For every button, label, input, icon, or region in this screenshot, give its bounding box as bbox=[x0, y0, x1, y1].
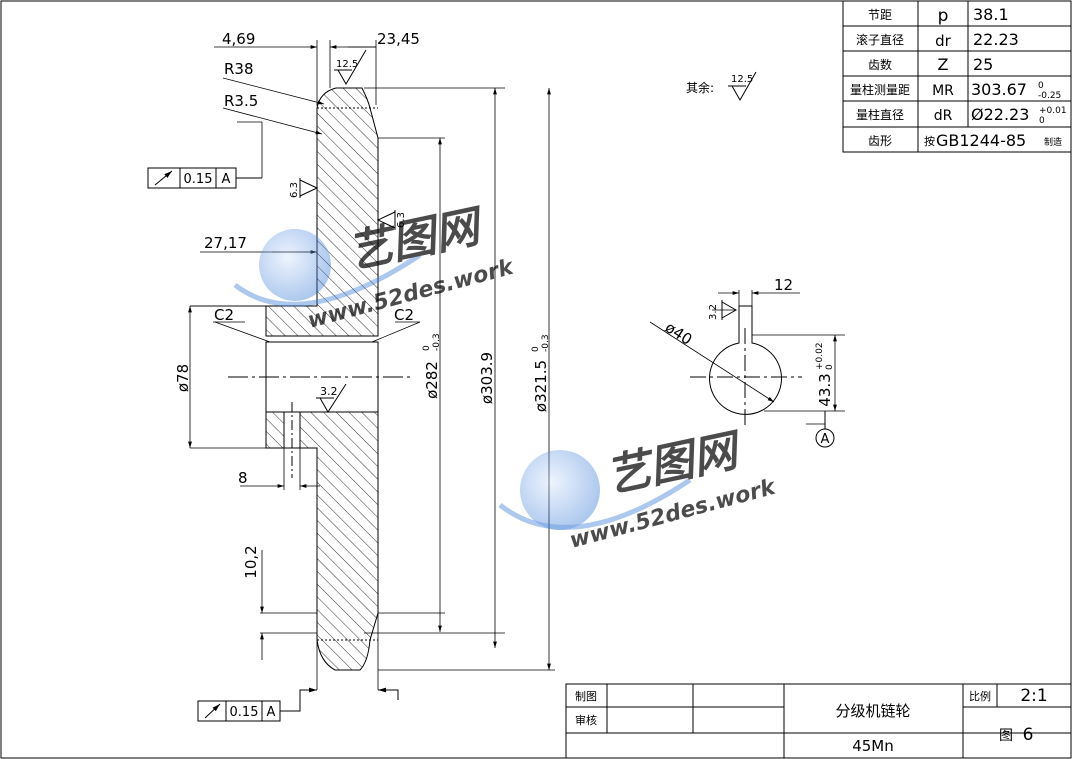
roughness-right-value: 6.3 bbox=[396, 212, 407, 228]
sprocket-section-view: 4,69 23,45 R38 R3.5 27,17 C2 C2 ø78 8 10… bbox=[147, 30, 555, 722]
checked-by-label: 审核 bbox=[575, 713, 597, 727]
param-label-tooth-form: 齿形 bbox=[868, 134, 892, 148]
dim-phi321-tol-upper: 0 bbox=[531, 346, 541, 352]
dim-phi282-tol-lower: -0.3 bbox=[432, 333, 442, 351]
dim-phi282: ø282 bbox=[423, 361, 441, 399]
roughness-bore-value: 3.2 bbox=[320, 385, 338, 398]
param-value-measure-dist: 303.67 bbox=[971, 80, 1027, 99]
dim-r3-5: R3.5 bbox=[224, 92, 258, 110]
dim-phi303-9: ø303.9 bbox=[478, 352, 496, 404]
datum-a-label: A bbox=[821, 432, 830, 447]
dim-phi321-5: ø321.5 bbox=[532, 360, 550, 412]
datum-a-symbol: A bbox=[815, 411, 835, 448]
dim-phi321-group: ø321.5 0 -0.3 bbox=[531, 334, 551, 412]
param-prefix-tooth-form: 按 bbox=[924, 134, 935, 148]
param-tol-lower-measure-dist: -0.25 bbox=[1038, 91, 1061, 101]
roughness-rest-label: 其余: bbox=[686, 80, 714, 95]
scale-label: 比例 bbox=[969, 689, 991, 703]
param-value-teeth: 25 bbox=[973, 55, 993, 74]
param-value-tooth-form: GB1244-85 bbox=[936, 131, 1026, 150]
dim-r38: R38 bbox=[224, 60, 254, 78]
roughness-rest-value: 12.5 bbox=[731, 74, 753, 85]
drawn-by-label: 制图 bbox=[575, 690, 597, 703]
scale-value: 2:1 bbox=[1020, 686, 1047, 706]
hub-end-view: 12 ø40 43.3 +0.02 0 3.2 A bbox=[649, 276, 845, 448]
param-label-pitch: 节距 bbox=[868, 8, 892, 22]
roughness-top-value: 12.5 bbox=[336, 59, 358, 70]
param-label-pin-dia: 量柱直径 bbox=[856, 107, 904, 122]
dim-phi78: ø78 bbox=[174, 364, 192, 392]
dim-phi282-group: ø282 0 -0.3 bbox=[422, 333, 442, 398]
tolerance-lower-value: 0.15 bbox=[230, 705, 259, 720]
title-block-text: 制图 审核 分级机链轮 45Mn 比例 2:1 图 6 bbox=[575, 686, 1048, 755]
roughness-keyway-value: 3.2 bbox=[708, 304, 719, 320]
param-value-pin-dia: Ø22.23 bbox=[971, 105, 1029, 124]
param-label-teeth: 齿数 bbox=[868, 57, 892, 72]
roughness-bore: 3.2 bbox=[316, 383, 347, 413]
param-suffix-tooth-form: 制造 bbox=[1044, 136, 1062, 148]
tolerance-upper-value: 0.15 bbox=[184, 172, 213, 187]
param-tol-upper-pin-dia: +0.01 bbox=[1039, 106, 1067, 116]
dim-phi282-tol-upper: 0 bbox=[422, 345, 432, 351]
param-symbol-pitch: p bbox=[938, 6, 949, 26]
section-hatch-lower bbox=[265, 411, 379, 671]
dim-phi40: ø40 bbox=[662, 318, 696, 348]
tolerance-upper-datum: A bbox=[222, 172, 231, 187]
param-value-roller-dia: 22.23 bbox=[973, 30, 1019, 49]
dim-c2-right: C2 bbox=[394, 306, 414, 324]
parameters-table-text: 节距 p 38.1 滚子直径 dr 22.23 齿数 Z 25 量柱测量距 MR… bbox=[850, 5, 1067, 150]
part-name: 分级机链轮 bbox=[835, 702, 910, 720]
dim-43-3-tol-lower: 0 bbox=[825, 364, 835, 370]
tolerance-frame-upper: 0.15 A bbox=[147, 167, 262, 189]
watermark-lower: 艺图网 www.52des.work bbox=[498, 424, 779, 554]
param-symbol-teeth: Z bbox=[938, 55, 949, 74]
roughness-rest: 其余: 12.5 bbox=[686, 71, 757, 102]
dim-27-17: 27,17 bbox=[204, 234, 247, 252]
section-hatch-upper bbox=[265, 87, 379, 337]
roughness-top: 12.5 bbox=[334, 49, 367, 85]
title-block bbox=[565, 683, 1072, 759]
param-tol-lower-pin-dia: 0 bbox=[1039, 116, 1045, 126]
material: 45Mn bbox=[852, 737, 894, 755]
roughness-left-value: 6.3 bbox=[289, 182, 300, 198]
dim-phi321-tol-lower: -0.3 bbox=[541, 334, 551, 352]
parameters-table bbox=[842, 0, 1072, 153]
dim-10-2: 10,2 bbox=[242, 545, 260, 578]
param-label-measure-dist: 量柱测量距 bbox=[850, 82, 910, 97]
dim-23-45: 23,45 bbox=[377, 30, 420, 48]
dim-43-3-group: 43.3 +0.02 0 bbox=[815, 342, 835, 406]
param-symbol-roller-dia: dr bbox=[935, 32, 952, 50]
dim-12: 12 bbox=[774, 276, 793, 294]
dim-43-3: 43.3 bbox=[816, 373, 834, 406]
roughness-right-63: 6.3 bbox=[376, 210, 407, 230]
tolerance-lower-datum: A bbox=[267, 705, 276, 720]
drawing-no: 6 bbox=[1023, 725, 1034, 745]
param-tol-upper-measure-dist: 0 bbox=[1038, 81, 1044, 91]
param-value-pitch: 38.1 bbox=[973, 5, 1009, 24]
dim-43-3-tol-upper: +0.02 bbox=[815, 342, 825, 370]
roughness-keyway: 3.2 bbox=[708, 300, 738, 320]
drawing-no-prefix: 图 bbox=[999, 728, 1013, 744]
param-label-roller-dia: 滚子直径 bbox=[856, 32, 904, 47]
param-symbol-measure-dist: MR bbox=[932, 83, 954, 99]
roughness-left-63: 6.3 bbox=[289, 178, 319, 198]
dim-c2-left: C2 bbox=[214, 306, 234, 324]
dim-4-69: 4,69 bbox=[222, 30, 255, 48]
dim-8: 8 bbox=[238, 469, 248, 487]
tolerance-frame-lower: 0.15 A bbox=[197, 687, 399, 722]
param-symbol-pin-dia: dR bbox=[934, 108, 953, 124]
